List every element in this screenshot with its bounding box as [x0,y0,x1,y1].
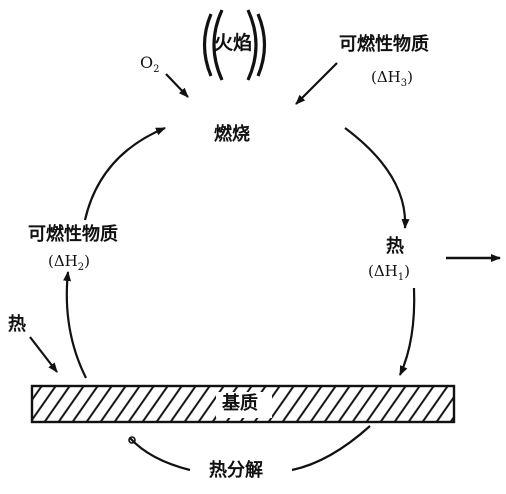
heat-in-arrow [29,336,58,373]
delta-h3-label: (ΔH3) [371,68,413,89]
substrate-label: 基质 [222,393,258,414]
delta-h2-label: (ΔH2) [48,252,90,273]
combustible-left-label: 可燃性物质 [28,224,118,245]
decomposition-label: 热分解 [209,460,263,481]
delta-h1-label: (ΔH1) [368,262,410,283]
cycle-arc-left-lower [63,271,87,379]
flame-label: 火焰 [214,32,253,54]
cycle-arc-left-upper [83,126,166,221]
substrate-label-bg [216,392,272,418]
combustion-label: 燃烧 [214,124,250,145]
cycle-arc-right-lower [398,287,416,376]
heat-left-label: 热 [8,314,26,335]
oxygen-arrow [165,73,189,98]
oxygen-label: O2 [140,53,160,76]
heat-right-label: 热 [386,236,404,257]
cycle-arc-right [344,127,410,229]
combustible-top-arrow [295,62,338,105]
flame-icon [202,9,267,81]
combustible-top-label: 可燃性物质 [339,34,429,55]
cycle-arc-bottom-end [128,436,136,444]
